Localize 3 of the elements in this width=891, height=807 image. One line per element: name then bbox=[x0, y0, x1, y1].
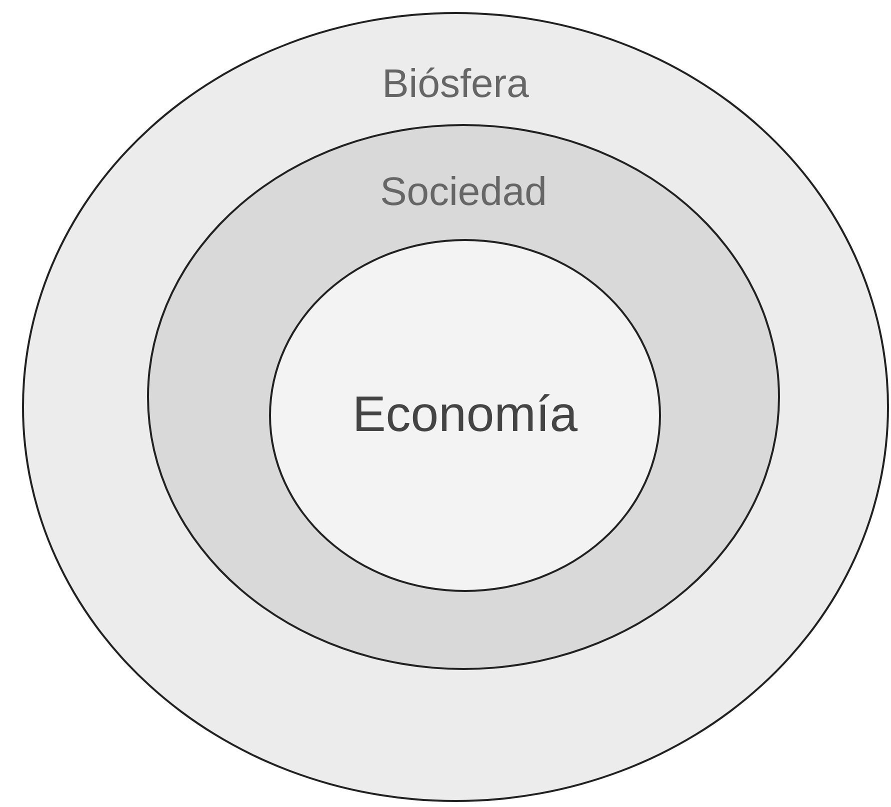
ring-label: Biósfera bbox=[381, 62, 530, 106]
ring-label: Sociedad bbox=[379, 170, 548, 214]
center-label: Economía bbox=[351, 387, 579, 442]
